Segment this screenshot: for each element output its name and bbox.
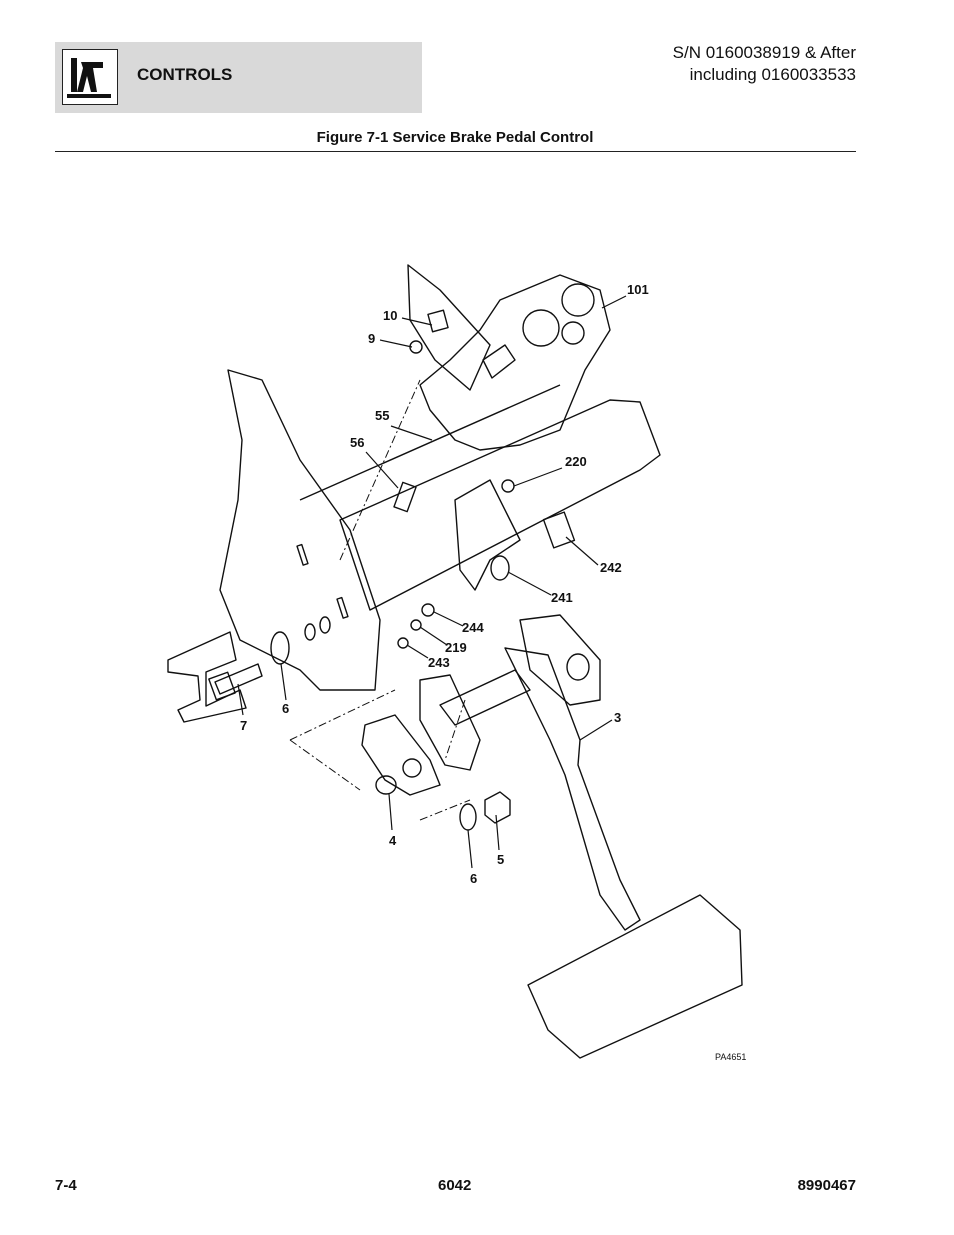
callout-219: 219 xyxy=(445,640,467,655)
figure-title-text: Figure 7-1 Service Brake Pedal Control xyxy=(316,129,594,146)
drawing-id: PA4651 xyxy=(715,1052,746,1062)
callout-4: 4 xyxy=(389,833,397,848)
callout-242: 242 xyxy=(600,560,622,575)
serial-line-2: including 0160033533 xyxy=(689,65,856,84)
pedal-pivot-arm-left xyxy=(361,714,441,796)
callout-6-lower: 6 xyxy=(470,871,477,886)
callout-243: 243 xyxy=(428,655,450,670)
joystick-control-icon xyxy=(62,49,118,105)
brake-valve-body xyxy=(419,274,611,451)
callout-5: 5 xyxy=(497,852,504,867)
upper-mount-plate xyxy=(407,264,491,391)
pivot-bolt xyxy=(214,663,263,695)
callout-244: 244 xyxy=(462,620,484,635)
document-number: 8990467 xyxy=(797,1177,856,1194)
callout-6-upper: 6 xyxy=(282,701,289,716)
switch-bracket xyxy=(454,479,521,591)
left-channel xyxy=(167,631,247,723)
callout-241: 241 xyxy=(551,590,573,605)
callout-3: 3 xyxy=(614,710,621,725)
page-number: 7-4 xyxy=(55,1177,77,1194)
brake-pedal-exploded-diagram: 101 10 9 55 56 220 242 241 244 219 243 3… xyxy=(167,264,746,1062)
side-mount-plate xyxy=(219,369,381,691)
callout-55: 55 xyxy=(375,408,389,423)
callout-7: 7 xyxy=(240,718,247,733)
callout-10: 10 xyxy=(383,308,397,323)
callout-9: 9 xyxy=(368,331,375,346)
model-number: 6042 xyxy=(438,1177,472,1194)
section-title: CONTROLS xyxy=(137,65,233,84)
pedal-lever xyxy=(504,647,641,931)
callout-220: 220 xyxy=(565,454,587,469)
pedal-pivot-arm-right xyxy=(419,674,481,771)
pedal-pad xyxy=(527,894,743,1059)
serial-line-1: S/N 0160038919 & After xyxy=(672,43,856,62)
callout-101: 101 xyxy=(627,282,649,297)
callout-56: 56 xyxy=(350,435,364,450)
cross-tube xyxy=(339,399,661,611)
header-rule xyxy=(55,151,856,152)
pedal-top-bracket xyxy=(519,614,601,706)
figure-title: Figure 7-1 Service Brake Pedal Control xyxy=(0,129,954,146)
serial-number: S/N 0160038919 & After including 0160033… xyxy=(673,42,856,86)
